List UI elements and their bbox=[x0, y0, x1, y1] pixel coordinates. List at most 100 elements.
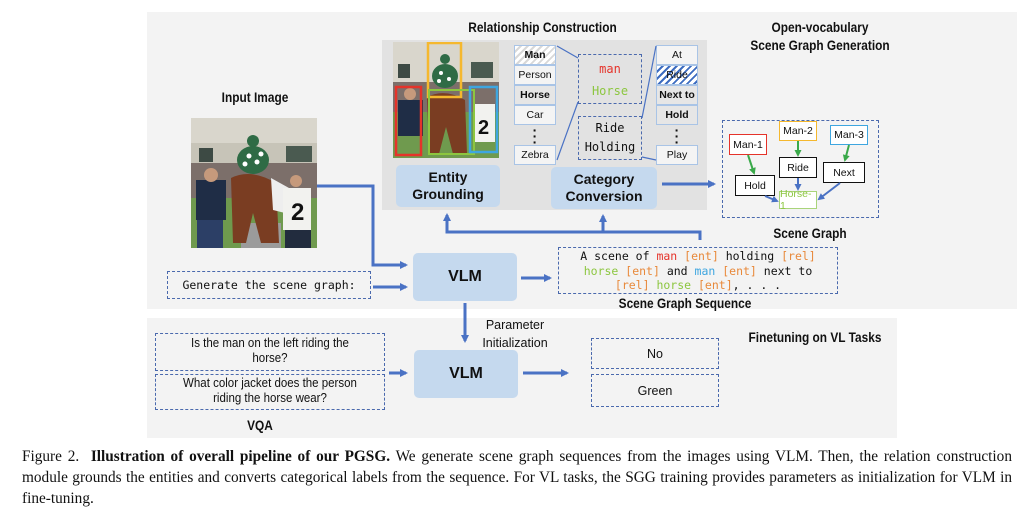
sequence-token-green: horse bbox=[583, 263, 619, 278]
sg-node-hold: Hold bbox=[735, 175, 775, 196]
ellipsis-dots: ··· bbox=[674, 122, 680, 150]
predicted-relation-holding: Holding bbox=[584, 140, 636, 154]
param-init-line2: Initialization bbox=[482, 336, 548, 350]
arrow-image-to-vlm bbox=[317, 184, 408, 269]
line-vocab-link bbox=[556, 101, 579, 161]
sequence-token-orange: [ent] bbox=[618, 263, 660, 278]
entity-vocab-item: Zebra bbox=[514, 145, 556, 165]
scene-graph-box bbox=[722, 120, 879, 218]
edge-next-horse1 bbox=[817, 182, 841, 201]
vqa-answer-box: No bbox=[591, 338, 719, 369]
input-image: 2 bbox=[191, 118, 317, 248]
sequence-token-orange: [rel] bbox=[614, 278, 650, 292]
bbox-green bbox=[428, 89, 475, 155]
sequence-token-plain: next to bbox=[756, 263, 813, 278]
sg-node-man2: Man-2 bbox=[779, 121, 817, 141]
ellipsis-dots: ··· bbox=[532, 122, 538, 150]
scene-graph-sequence-box: A scene of man [ent] holding [rel] horse… bbox=[558, 247, 838, 294]
finetuning-panel bbox=[147, 318, 897, 438]
finetuning-title: Finetuning on VL Tasks bbox=[748, 330, 882, 345]
svg-text:2: 2 bbox=[291, 199, 304, 226]
sg-node-horse1: Horse-1 bbox=[779, 188, 817, 212]
entity-vocab-list: Man Person Horse Car ··· Zebra bbox=[514, 45, 556, 165]
relation-vocab-item: Play bbox=[656, 145, 698, 165]
caption-label: Figure 2. bbox=[22, 448, 80, 465]
sequence-token-orange: [ent] bbox=[677, 249, 719, 263]
edge-hold-horse1 bbox=[764, 195, 779, 203]
relation-vocab-item: Hold bbox=[656, 105, 698, 125]
bbox-blue bbox=[468, 85, 499, 154]
sg-node-man1: Man-1 bbox=[729, 134, 767, 155]
edge-man1-hold bbox=[747, 154, 756, 175]
sg-node-next: Next bbox=[823, 162, 865, 183]
figure-caption: Figure 2. Illustration of overall pipeli… bbox=[22, 446, 1012, 509]
category-conversion-label-1: Category bbox=[573, 171, 635, 187]
sequence-token-orange: [rel] bbox=[781, 249, 816, 263]
predicted-entity-horse: Horse bbox=[591, 84, 629, 98]
edge-man3-next bbox=[842, 144, 850, 162]
sg-node-man3: Man-3 bbox=[830, 125, 868, 145]
line-vocab-link bbox=[556, 45, 579, 59]
entity-vocab-item: Person bbox=[514, 65, 556, 85]
caption-text: We generate scene graph sequences from t… bbox=[22, 448, 1012, 507]
relationship-construction-title: Relationship Construction bbox=[468, 20, 617, 35]
predicted-entity-man: man bbox=[599, 62, 621, 76]
entity-vocab-item: Man bbox=[514, 45, 556, 65]
prompt-box: Generate the scene graph: bbox=[167, 271, 371, 299]
vqa-question-line: horse? bbox=[252, 351, 288, 365]
sequence-token-plain: A scene of bbox=[580, 249, 657, 263]
entity-grounding-label-1: Entity bbox=[428, 169, 468, 185]
vqa-question-box: What color jacket does the person riding… bbox=[155, 374, 385, 410]
param-init-line1: Parameter bbox=[485, 318, 545, 332]
input-photo-illustration: 2 bbox=[191, 118, 317, 248]
vqa-question-line: What color jacket does the person bbox=[183, 376, 357, 390]
predicted-relation-ride: Ride bbox=[595, 121, 625, 135]
vqa-question-line: riding the horse wear? bbox=[213, 391, 327, 405]
sequence-line: [rel] horse [ent], . . . bbox=[559, 278, 837, 293]
caption-bold-title: Illustration of overall pipeline of our … bbox=[90, 448, 391, 465]
grounded-image: 2 bbox=[393, 42, 499, 158]
entity-vocab-item: Car bbox=[514, 105, 556, 125]
scene-graph-sequence-title: Scene Graph Sequence bbox=[618, 296, 752, 311]
sequence-token-red: man bbox=[656, 249, 678, 263]
category-conversion-module: Category Conversion bbox=[551, 167, 657, 209]
category-conversion-label-2: Conversion bbox=[565, 188, 643, 204]
vlm-module-bottom: VLM bbox=[414, 350, 518, 398]
predicted-entities-box: man Horse bbox=[578, 54, 642, 104]
relation-vocab-item: Next to bbox=[656, 85, 698, 105]
sequence-line: A scene of man [ent] holding [rel] bbox=[559, 249, 837, 264]
open-vocab-title-line1: Open-vocabulary bbox=[771, 20, 869, 35]
line-vocab-link bbox=[641, 45, 657, 119]
grounded-photo-illustration: 2 bbox=[393, 42, 499, 158]
bbox-red bbox=[394, 85, 423, 157]
bbox-yellow bbox=[426, 42, 463, 99]
sequence-token-orange: [ent] bbox=[691, 278, 733, 292]
relation-vocab-item: At bbox=[656, 45, 698, 65]
open-vocab-title-line2: Scene Graph Generation bbox=[750, 38, 890, 53]
sequence-token-green: horse bbox=[649, 278, 692, 292]
entity-grounding-label-2: Grounding bbox=[412, 186, 484, 202]
sequence-token-blue: man bbox=[694, 263, 716, 278]
sg-node-ride: Ride bbox=[779, 157, 817, 178]
sequence-line: horse [ent] and man [ent] next to bbox=[559, 264, 837, 279]
relation-vocab-list: At Ride Next to Hold ··· Play bbox=[656, 45, 698, 165]
vqa-question-box: Is the man on the left riding the horse? bbox=[155, 333, 385, 371]
vqa-title: VQA bbox=[247, 418, 273, 433]
entity-grounding-module: Entity Grounding bbox=[396, 165, 500, 207]
vqa-question-line: Is the man on the left riding the bbox=[191, 336, 349, 350]
arrow-sequence-to-grounding bbox=[443, 213, 702, 240]
sequence-token-orange: [ent] bbox=[715, 263, 757, 278]
parameter-initialization-label: Parameter Initialization bbox=[470, 316, 560, 352]
input-image-title: Input Image bbox=[221, 90, 289, 105]
svg-text:2: 2 bbox=[478, 117, 489, 139]
sequence-token-plain: , . . . bbox=[732, 278, 782, 292]
sequence-token-plain: and bbox=[659, 263, 695, 278]
relation-vocab-item: Ride bbox=[656, 65, 698, 85]
line-vocab-link bbox=[641, 156, 657, 161]
predicted-relations-box: Ride Holding bbox=[578, 116, 642, 160]
scene-graph-title: Scene Graph bbox=[773, 226, 847, 241]
entity-vocab-item: Horse bbox=[514, 85, 556, 105]
vqa-answer-box: Green bbox=[591, 374, 719, 407]
sequence-token-plain: holding bbox=[718, 249, 782, 263]
